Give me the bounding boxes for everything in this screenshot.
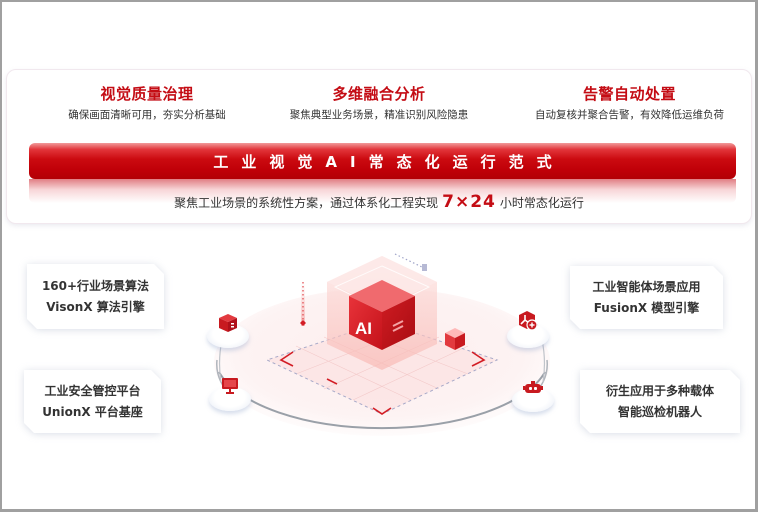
tagline-before: 聚焦工业场景的系统性方案，通过体系化工程实现 bbox=[174, 196, 439, 210]
card-unionx: 工业安全管控平台 UnionX 平台基座 bbox=[24, 370, 161, 433]
card-line-1: 160+行业场景算法 bbox=[41, 278, 150, 293]
pillar-desc: 确保画面清晰可用，夯实分析基础 bbox=[68, 109, 226, 121]
card-line-2: FusionX 模型引擎 bbox=[593, 300, 700, 315]
pillar-fusion-analysis: 多维融合分析 聚焦典型业务场景，精准识别风险隐患 bbox=[264, 84, 494, 122]
pillar-desc: 聚焦典型业务场景，精准识别风险隐患 bbox=[289, 109, 469, 121]
agent-app-icon bbox=[519, 311, 538, 331]
card-line-2: 智能巡检机器人 bbox=[617, 404, 702, 419]
pillar-title: 告警自动处置 bbox=[582, 85, 676, 103]
banner-reflection bbox=[29, 179, 736, 203]
tagline-after: 小时常态化运行 bbox=[499, 196, 584, 210]
card-visonx: 160+行业场景算法 VisonX 算法引擎 bbox=[27, 264, 164, 329]
algorithm-box-icon bbox=[219, 314, 237, 332]
monitor-icon bbox=[222, 378, 238, 394]
robot-icon bbox=[523, 381, 543, 393]
card-line-1: 衍生应用于多种载体 bbox=[605, 383, 714, 398]
ai-platform-illustration: AI bbox=[197, 242, 567, 452]
card-line-1: 工业安全管控平台 bbox=[44, 383, 141, 398]
tagline-highlight: 7×24 bbox=[442, 192, 496, 212]
card-robot: 衍生应用于多种载体 智能巡检机器人 bbox=[580, 370, 740, 433]
overview-panel: 视觉质量治理 确保画面清晰可用，夯实分析基础 多维融合分析 聚焦典型业务场景，精… bbox=[6, 69, 752, 224]
pillar-title: 多维融合分析 bbox=[332, 85, 426, 103]
card-line-1: 工业智能体场景应用 bbox=[592, 279, 701, 294]
pillar-desc: 自动复核并聚合告警，有效降低运维负荷 bbox=[535, 109, 724, 121]
pillar-visual-quality: 视觉质量治理 确保画面清晰可用，夯实分析基础 bbox=[47, 84, 247, 122]
pillar-alarm-handling: 告警自动处置 自动复核并聚合告警，有效降低运维负荷 bbox=[522, 84, 737, 122]
card-line-2: UnionX 平台基座 bbox=[42, 404, 143, 419]
paradigm-banner: 工业视觉AI常态化运行范式 bbox=[29, 143, 736, 179]
card-line-2: VisonX 算法引擎 bbox=[46, 299, 145, 314]
platform-disc: AI bbox=[214, 253, 550, 436]
ai-cube-label: AI bbox=[355, 319, 372, 338]
card-fusionx: 工业智能体场景应用 FusionX 模型引擎 bbox=[570, 266, 723, 329]
pillar-title: 视觉质量治理 bbox=[100, 85, 194, 103]
banner-text: 工业视觉AI常态化运行范式 bbox=[213, 152, 565, 171]
